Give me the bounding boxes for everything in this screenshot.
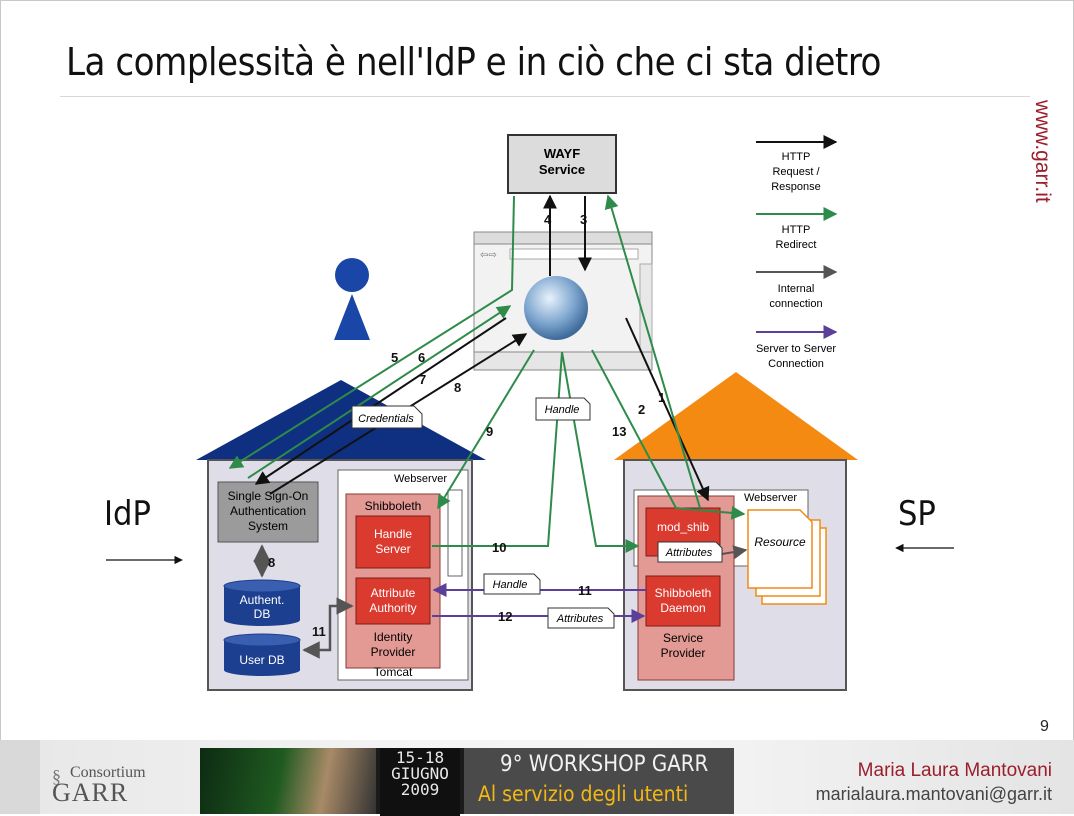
attribute-authority-label-1: Attribute — [371, 586, 416, 600]
legend-redirect-1: HTTP — [782, 224, 811, 236]
handle-tag-bottom — [483, 573, 541, 595]
credentials-tag — [351, 405, 423, 429]
authn-db-cylinder — [223, 579, 301, 626]
sso-label-2: Authentication — [230, 504, 306, 518]
idp-webserver-label: Webserver — [394, 473, 447, 485]
daemon-label-2: Daemon — [660, 601, 705, 615]
attributes-tag-bottom — [547, 607, 615, 629]
user-db-label: User DB — [239, 653, 284, 667]
wayf-label-2: Service — [539, 162, 585, 177]
garr-logo: § Consortium GARR — [52, 764, 146, 807]
legend-s2s-1: Server to Server — [756, 343, 836, 355]
logo-garr: GARR — [52, 778, 129, 807]
handle-server-box — [355, 515, 431, 569]
banner-workshop-subtitle: Al servizio degli utenti — [478, 782, 689, 806]
credentials-tag-label: Credentials — [358, 413, 414, 425]
daemon-label-1: Shibboleth — [655, 586, 712, 600]
legend-request-2: Request / — [772, 166, 820, 178]
legend-internal-2: connection — [769, 298, 822, 310]
footer-stripe — [0, 740, 40, 814]
banner-year: 2009 — [400, 780, 440, 799]
idp-webserver-scroll — [447, 489, 463, 577]
handle-tag-top-label: Handle — [545, 404, 580, 416]
user-db-cylinder — [223, 633, 301, 676]
workshop-banner: 15-18 GIUGNO 2009 9° WORKSHOP GARR Al se… — [200, 748, 734, 816]
step-2: 2 — [638, 402, 645, 417]
idp-side-label: IdP — [104, 494, 151, 534]
sp-side-label: SP — [898, 494, 936, 534]
attribute-authority-label-2: Authority — [369, 601, 416, 615]
legend-request-3: Response — [771, 181, 821, 193]
service-provider-label-2: Provider — [661, 646, 706, 660]
shibboleth-daemon-box — [645, 575, 721, 627]
author-name: Maria Laura Mantovani — [857, 760, 1052, 781]
wayf-box — [507, 134, 617, 194]
legend — [756, 135, 838, 339]
step-7: 7 — [419, 372, 426, 387]
footer-bar: § Consortium GARR 15-18 GIUGNO 2009 9° W… — [0, 740, 1074, 816]
step-10: 10 — [492, 540, 506, 555]
step-5: 5 — [391, 350, 398, 365]
identity-provider-label-1: Identity — [374, 630, 413, 644]
step-12: 12 — [498, 609, 512, 624]
identity-provider-label-2: Provider — [371, 645, 416, 659]
authn-db-label-1: Authent. — [240, 593, 285, 607]
author-block: Maria Laura Mantovani marialaura.mantova… — [816, 760, 1052, 805]
service-provider-label-1: Service — [663, 631, 703, 645]
handle-tag-bottom-label: Handle — [493, 579, 528, 591]
sso-box — [217, 481, 319, 543]
step-8: 8 — [454, 380, 461, 395]
sp-webserver-label: Webserver — [744, 492, 797, 504]
shibboleth-architecture-diagram: Webserver Shibboleth Handle Server Attri… — [106, 134, 954, 691]
svg-text:⇦⇨: ⇦⇨ — [480, 250, 497, 261]
step-6: 6 — [418, 350, 425, 365]
banner-photo — [200, 748, 376, 814]
authn-db-label-2: DB — [254, 607, 271, 621]
attributes-tag-sp — [657, 541, 723, 563]
sso-label-1: Single Sign-On — [228, 489, 309, 503]
step-4: 4 — [544, 212, 552, 227]
banner-days: 15-18 — [395, 748, 445, 767]
step-9: 9 — [486, 424, 493, 439]
sso-label-3: System — [248, 519, 288, 533]
page-title: La complessità è nell'IdP e in ciò che c… — [66, 40, 881, 84]
idp-shibboleth-label: Shibboleth — [365, 499, 422, 513]
resource-label: Resource — [754, 535, 806, 549]
browser-window: ⇦⇨ — [473, 231, 653, 371]
resource-pages — [747, 509, 827, 605]
step-1: 1 — [658, 390, 665, 405]
handle-tag-top — [535, 397, 591, 421]
page-number: 9 — [1040, 718, 1049, 735]
step-13: 13 — [612, 424, 626, 439]
step-11: 11 — [578, 583, 592, 598]
legend-request-1: HTTP — [782, 151, 811, 163]
handle-server-label-2: Server — [375, 542, 410, 556]
site-url: www.garr.it — [1031, 100, 1054, 203]
legend-internal-1: Internal — [778, 283, 815, 295]
step-11-internal: 11 — [312, 624, 326, 639]
step-3: 3 — [580, 212, 587, 227]
legend-s2s-2: Connection — [768, 358, 824, 370]
tomcat-label: Tomcat — [374, 665, 413, 679]
attributes-tag-bottom-label: Attributes — [556, 613, 604, 625]
attribute-authority-box — [355, 577, 431, 625]
banner-month: GIUGNO — [391, 764, 449, 783]
wayf-label-1: WAYF — [544, 146, 580, 161]
banner-workshop-title: 9° WORKSHOP GARR — [500, 752, 709, 777]
garr-swirl-icon: § — [52, 766, 61, 786]
title-divider — [60, 96, 1030, 97]
step-8-internal: 8 — [268, 555, 275, 570]
mod-shib-label: mod_shib — [657, 520, 709, 534]
logo-consortium: Consortium — [70, 764, 146, 781]
globe-icon — [524, 276, 588, 340]
author-email[interactable]: marialaura.mantovani@garr.it — [815, 784, 1052, 804]
legend-redirect-2: Redirect — [776, 239, 817, 251]
attributes-tag-sp-label: Attributes — [665, 547, 713, 559]
banner-workshop-panel: 9° WORKSHOP GARR Al servizio degli utent… — [464, 748, 734, 814]
banner-dates: 15-18 GIUGNO 2009 — [380, 748, 460, 816]
user-figure-icon — [334, 258, 370, 340]
handle-server-label-1: Handle — [374, 527, 412, 541]
